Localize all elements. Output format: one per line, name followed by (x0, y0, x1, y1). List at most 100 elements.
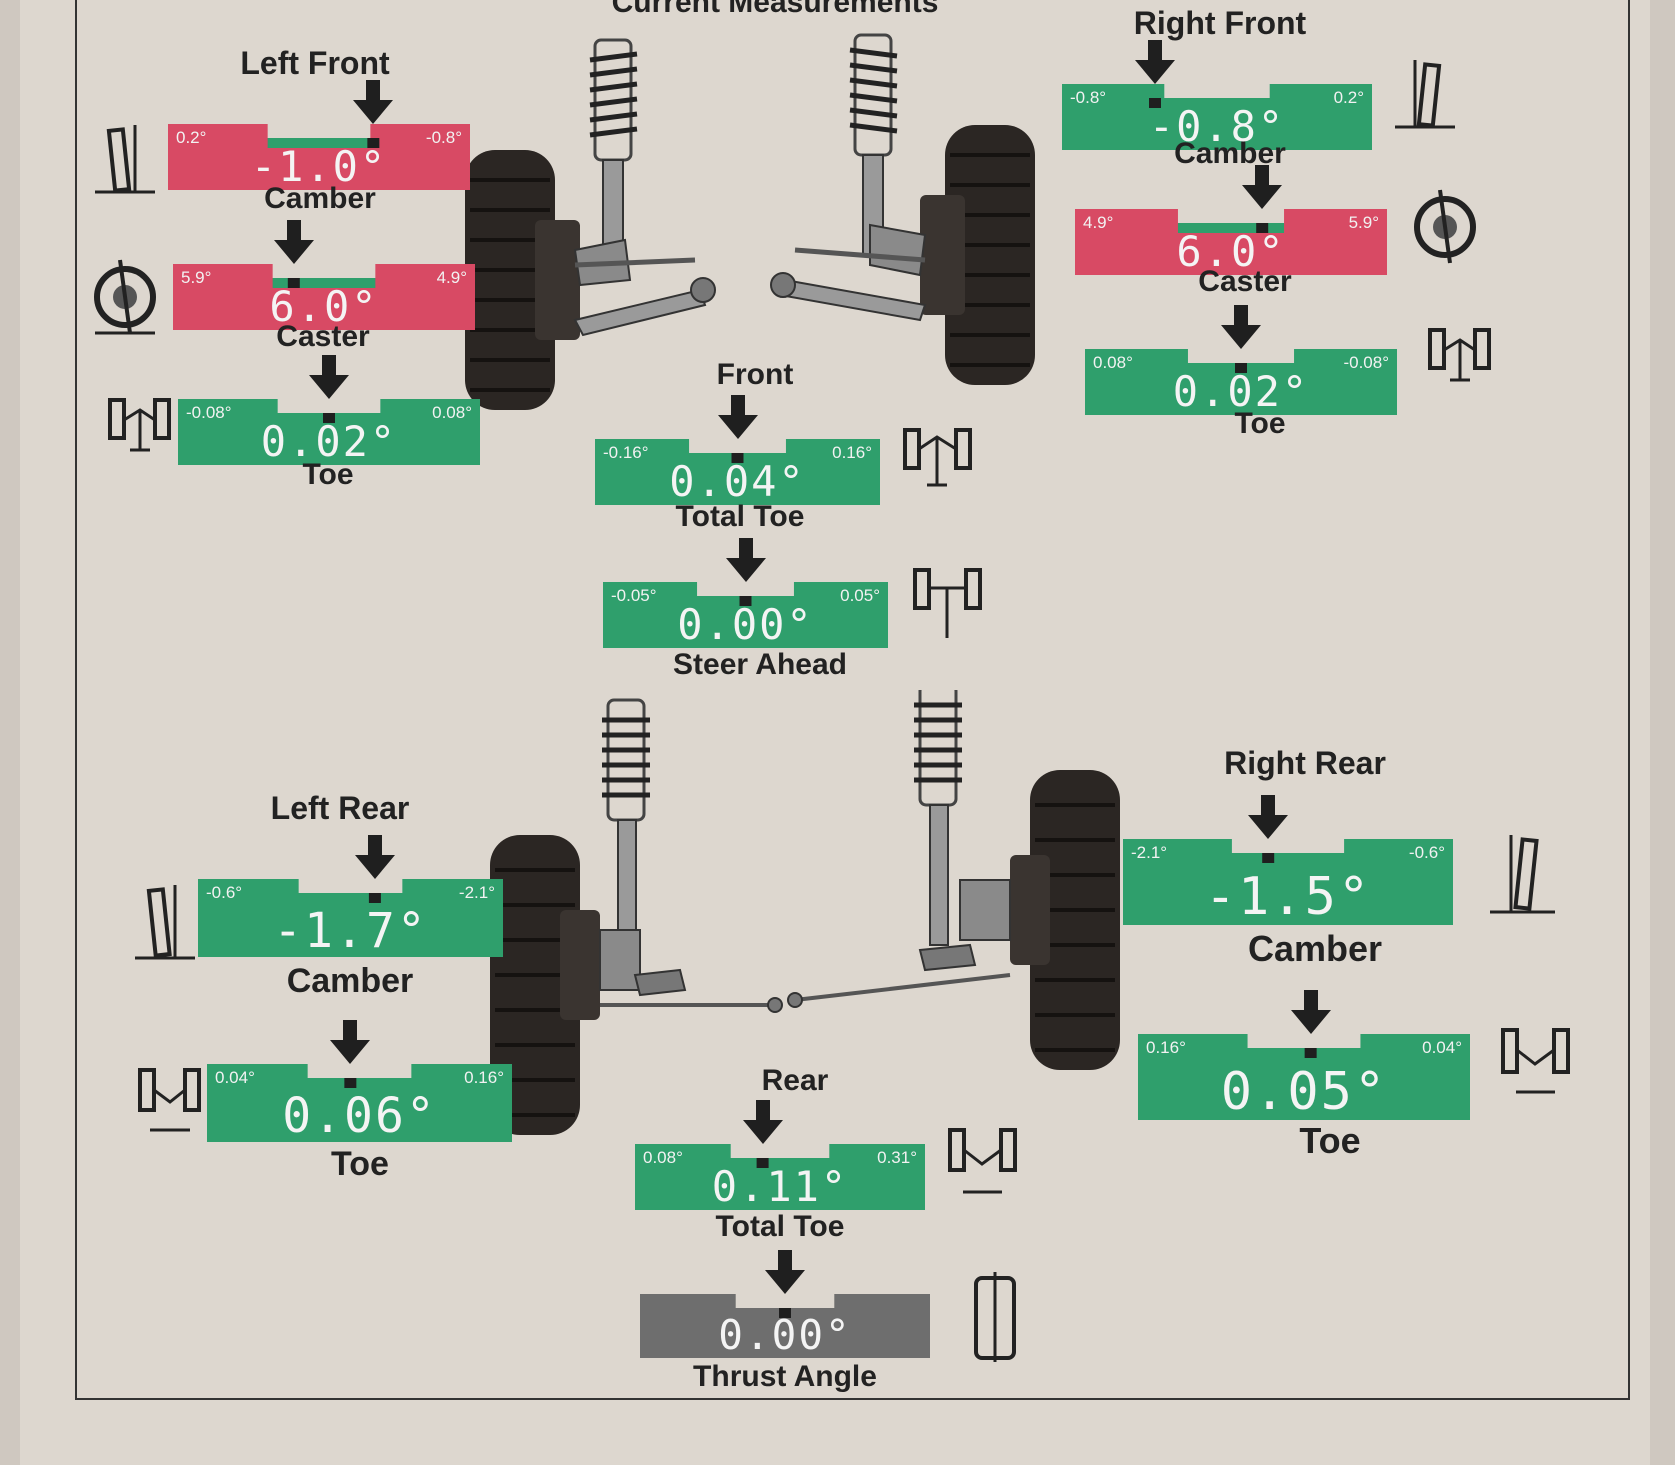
left-rear-camber-meter: -0.6°-2.1°-1.7° (198, 835, 503, 957)
left-front-toe-label: Toe (302, 458, 354, 491)
meter-right-limit: 0.04° (1422, 1038, 1462, 1057)
right-rear-camber-meter: -2.1° -0.6° -1.5° (1123, 795, 1453, 927)
right-front-caster-meter: 4.9°5.9°6.0° (1075, 165, 1387, 275)
meter-right-limit: 5.9° (1348, 213, 1379, 232)
meter-pointer (367, 138, 380, 148)
meter-value: -1.5° (1204, 867, 1372, 927)
meter-right-limit: 0.31° (877, 1148, 917, 1167)
meter-right-limit: 0.16° (464, 1068, 504, 1087)
meter-left-limit: -0.05° (611, 586, 657, 605)
meter-pointer (287, 278, 300, 288)
camber-icon (135, 885, 195, 960)
steer-ahead-label: Steer Ahead (673, 648, 847, 681)
left-front-caster-label: Caster (276, 320, 370, 353)
meter-pointer (368, 893, 381, 903)
left-rear-title: Left Rear (270, 790, 410, 826)
meter-bar (1138, 1034, 1470, 1120)
meter-value: 0.00° (718, 1311, 852, 1359)
pointer-arrow-icon (1290, 990, 1331, 1034)
pointer-arrow-icon (273, 220, 314, 264)
pointer-arrow-icon (717, 395, 758, 439)
rear-total-toe-label: Total Toe (715, 1210, 845, 1243)
meter-pointer (1262, 853, 1275, 863)
meter-value: -0.8° (1148, 102, 1286, 151)
meter-value: 0.11° (711, 1162, 849, 1211)
meter-left-limit: 0.16° (1146, 1038, 1186, 1057)
thrust-angle-label: Thrust Angle (693, 1360, 877, 1393)
meter-pointer (1149, 98, 1161, 108)
meter-bar (207, 1064, 512, 1142)
meter-bar (640, 1294, 930, 1358)
pointer-arrow-icon (1135, 40, 1175, 84)
pointer-arrow-icon (330, 1020, 371, 1064)
meter-left-limit: -0.8° (1070, 88, 1107, 107)
meter-bar (595, 439, 880, 505)
meter-bar (178, 399, 480, 465)
meter-right-limit: -0.8° (425, 128, 462, 147)
meter-left-limit: 0.08° (1093, 353, 1133, 372)
meter-bar (198, 879, 503, 957)
meter-left-limit: -2.1° (1131, 843, 1168, 862)
meter-value: 0.05° (1220, 1062, 1388, 1122)
toe-icon (138, 1068, 201, 1132)
meter-bar (1123, 839, 1453, 925)
meter-pointer (739, 596, 752, 606)
steer-ahead-meter: -0.05°0.05°0.00° (603, 538, 888, 648)
meter-pointer (731, 453, 744, 463)
meter-left-limit: 4.9° (1083, 213, 1114, 232)
pointer-arrow-icon (725, 538, 766, 582)
meter-pointer (323, 413, 335, 423)
right-front-camber-meter: -0.8° 0.2° -0.8° (1062, 40, 1372, 151)
meter-right-limit: 0.2° (1333, 88, 1364, 107)
meter-left-limit: 0.2° (176, 128, 207, 147)
meter-left-limit: -0.6° (206, 883, 243, 902)
left-front-toe-meter: -0.08°0.08°0.02° (178, 355, 480, 466)
pointer-arrow-icon (309, 355, 349, 399)
left-rear-camber-label: Camber (286, 962, 414, 1000)
meter-pointer (779, 1308, 791, 1318)
front-title: Front (716, 358, 794, 391)
camber-icon (1395, 60, 1455, 129)
caster-icon (94, 259, 156, 335)
meter-right-limit: 0.16° (832, 443, 872, 462)
meter-bar (603, 582, 888, 648)
right-rear-toe-label: Toe (1299, 1120, 1361, 1161)
meter-value: 0.06° (282, 1088, 437, 1144)
meter-value: 0.02° (1172, 367, 1310, 416)
right-front-caster-label: Caster (1198, 265, 1292, 298)
toe-icon (1501, 1028, 1570, 1094)
right-front-camber-label: Camber (1174, 137, 1286, 170)
toe-icon (1428, 328, 1491, 382)
meter-left-limit: 5.9° (181, 268, 212, 287)
left-front-title: Left Front (240, 45, 390, 81)
meter-value: 6.0° (269, 282, 379, 331)
meter-bar (635, 1144, 925, 1210)
right-rear-camber-label: Camber (1247, 928, 1383, 969)
meter-value: 0.02° (260, 417, 398, 466)
meter-bar (1062, 84, 1372, 150)
pointer-arrow-icon (1248, 795, 1289, 839)
right-rear-title: Right Rear (1224, 745, 1386, 781)
total-toe-icon (948, 1128, 1017, 1194)
rear-suspension-illustration (490, 690, 1120, 1135)
meter-right-limit: -0.6° (1408, 843, 1445, 862)
meter-bar (168, 124, 470, 190)
caster-icon (1414, 189, 1476, 264)
right-rear-toe-meter: 0.16° 0.04° 0.05° (1138, 990, 1470, 1122)
left-front-caster-meter: 5.9°4.9°6.0° (173, 220, 475, 331)
left-rear-toe-label: Toe (331, 1145, 389, 1183)
meter-value: -1.0° (250, 142, 388, 191)
rear-total-toe-meter: 0.08° 0.31° 0.11° (635, 1100, 925, 1211)
pointer-arrow-icon (1242, 165, 1283, 209)
front-total-toe-label: Total Toe (675, 500, 805, 533)
meter-pointer (1256, 223, 1269, 233)
meter-pointer (1304, 1048, 1317, 1058)
toe-icon (108, 398, 171, 452)
meter-left-limit: -0.08° (186, 403, 232, 422)
left-front-camber-label: Camber (264, 182, 376, 215)
total-toe-icon (903, 428, 972, 487)
meter-left-limit: 0.08° (643, 1148, 683, 1167)
pointer-arrow-icon (353, 80, 394, 124)
printed-page: Current Measurements (20, 0, 1650, 1465)
thrust-angle-icon (974, 1272, 1016, 1362)
